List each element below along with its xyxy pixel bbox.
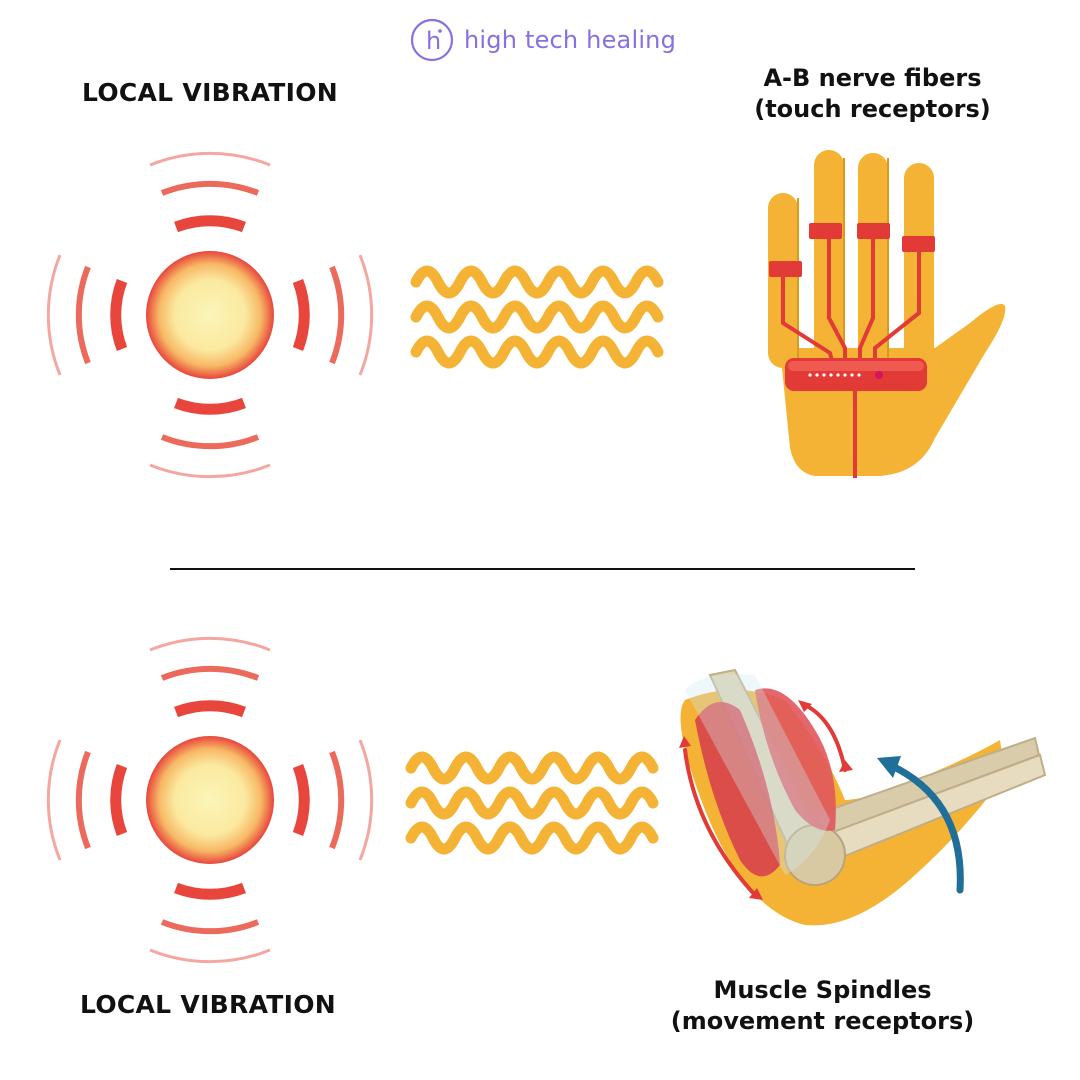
hand-nerve-icon <box>768 150 1006 478</box>
elbow-muscle-icon <box>679 668 1047 926</box>
logo-icon: h <box>410 18 454 62</box>
brand-name: high tech healing <box>464 26 677 54</box>
top-caption: A-B nerve fibers (touch receptors) <box>740 63 1005 125</box>
top-heading: LOCAL VIBRATION <box>82 78 339 107</box>
bottom-caption-line2: (movement receptors) <box>670 1007 975 1035</box>
bottom-caption: Muscle Spindles (movement receptors) <box>660 975 985 1037</box>
top-caption-line1: A-B nerve fibers <box>763 64 982 92</box>
vibration-waves-icon-bottom <box>405 751 659 855</box>
logo-letter: h <box>426 27 441 55</box>
vibration-source-icon <box>46 151 374 479</box>
vibration-waves-icon <box>410 265 664 369</box>
bottom-caption-line1: Muscle Spindles <box>713 976 932 1004</box>
brand-logo: h high tech healing <box>410 14 676 66</box>
section-divider <box>170 568 915 570</box>
bottom-heading: LOCAL VIBRATION <box>80 990 337 1019</box>
top-caption-line2: (touch receptors) <box>754 95 991 123</box>
vibration-source-icon-bottom <box>46 636 374 964</box>
